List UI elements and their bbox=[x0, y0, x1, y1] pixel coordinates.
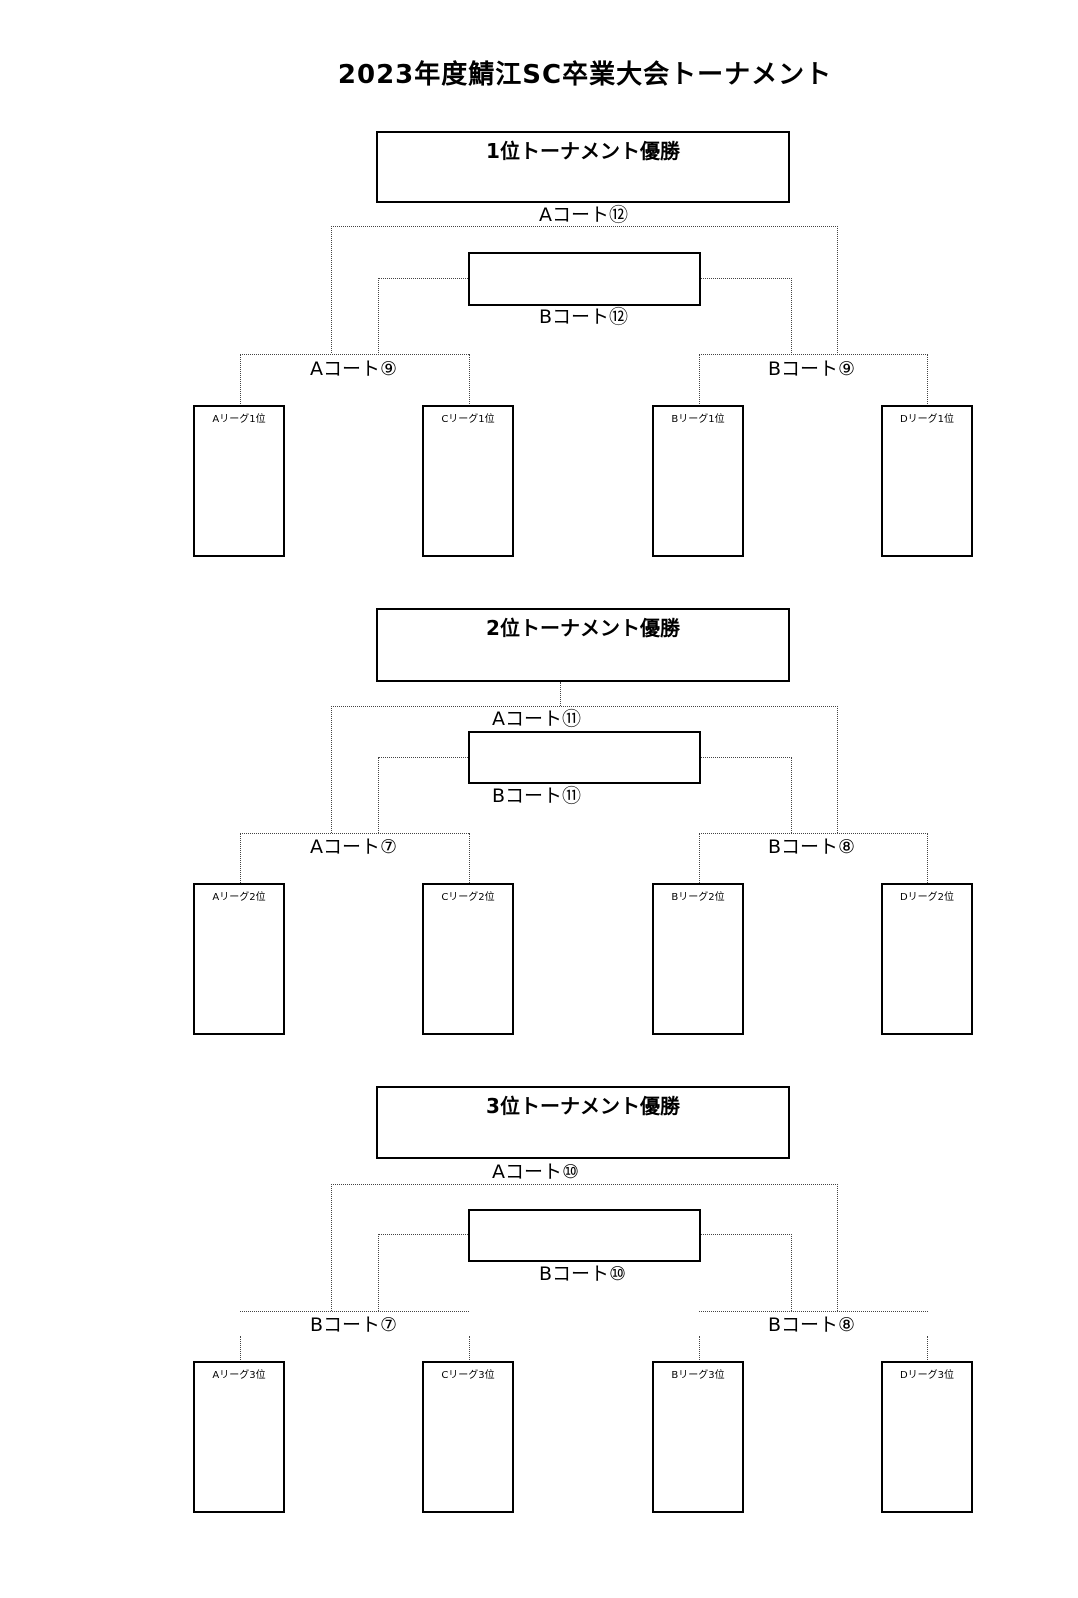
connector-line bbox=[331, 706, 332, 833]
page-title: 2023年度鯖江SC卒業大会トーナメント bbox=[337, 60, 833, 90]
connector-line bbox=[837, 1184, 838, 1311]
connector-line bbox=[240, 1311, 469, 1312]
connector-line bbox=[699, 1336, 700, 1362]
team-box: Dリーグ3位 bbox=[881, 1361, 973, 1513]
connector-line bbox=[699, 1311, 928, 1312]
team-box: Bリーグ1位 bbox=[652, 405, 744, 557]
connector-line bbox=[700, 1234, 792, 1235]
team-box: Cリーグ1位 bbox=[422, 405, 514, 557]
connector-line bbox=[378, 278, 379, 353]
connector-line bbox=[331, 706, 838, 707]
final-court-a-label: Aコート⑪ bbox=[490, 708, 583, 730]
team-box: Aリーグ3位 bbox=[193, 1361, 285, 1513]
final-court-b-label: Bコート⑪ bbox=[490, 785, 584, 807]
connector-line bbox=[560, 682, 561, 706]
connector-line bbox=[469, 833, 470, 883]
final-court-b-label: Bコート⑫ bbox=[537, 306, 631, 328]
connector-line bbox=[927, 354, 928, 404]
team-box: Dリーグ1位 bbox=[881, 405, 973, 557]
connector-line bbox=[331, 226, 838, 227]
connector-line bbox=[331, 1184, 838, 1185]
connector-line bbox=[469, 1336, 470, 1362]
final-court-a-label: Aコート⑫ bbox=[537, 204, 630, 226]
connector-line bbox=[699, 354, 700, 404]
champion-box-2: 2位トーナメント優勝 bbox=[376, 608, 790, 682]
team-box: Cリーグ2位 bbox=[422, 883, 514, 1035]
connector-line bbox=[378, 1234, 379, 1311]
team-box: Dリーグ2位 bbox=[881, 883, 973, 1035]
connector-line bbox=[240, 1336, 241, 1362]
connector-line bbox=[331, 226, 332, 353]
connector-line bbox=[927, 1336, 928, 1362]
final-result-box-1 bbox=[468, 252, 701, 306]
connector-line bbox=[700, 278, 792, 279]
semi-court-right-label: Bコート⑨ bbox=[766, 358, 858, 380]
team-box: Aリーグ2位 bbox=[193, 883, 285, 1035]
connector-line bbox=[837, 706, 838, 833]
final-result-box-2 bbox=[468, 731, 701, 784]
team-box: Bリーグ2位 bbox=[652, 883, 744, 1035]
connector-line bbox=[240, 354, 241, 404]
connector-line bbox=[699, 354, 928, 355]
semi-court-left-label: Aコート⑦ bbox=[308, 836, 400, 858]
final-result-box-3 bbox=[468, 1209, 701, 1262]
team-box: Cリーグ3位 bbox=[422, 1361, 514, 1513]
final-court-b-label: Bコート⑩ bbox=[537, 1263, 629, 1285]
connector-line bbox=[927, 833, 928, 883]
connector-line bbox=[791, 757, 792, 833]
connector-line bbox=[240, 833, 469, 834]
connector-line bbox=[378, 757, 470, 758]
connector-line bbox=[699, 833, 928, 834]
connector-line bbox=[240, 354, 469, 355]
connector-line bbox=[700, 757, 792, 758]
champion-box-1: 1位トーナメント優勝 bbox=[376, 131, 790, 203]
connector-line bbox=[378, 1234, 470, 1235]
semi-court-left-label: Bコート⑦ bbox=[308, 1314, 400, 1336]
semi-court-right-label: Bコート⑧ bbox=[766, 836, 858, 858]
connector-line bbox=[469, 354, 470, 404]
final-court-a-label: Aコート⑩ bbox=[490, 1161, 582, 1183]
connector-line bbox=[791, 1234, 792, 1311]
connector-line bbox=[837, 226, 838, 353]
semi-court-right-label: Bコート⑧ bbox=[766, 1314, 858, 1336]
champion-box-3: 3位トーナメント優勝 bbox=[376, 1086, 790, 1159]
team-box: Aリーグ1位 bbox=[193, 405, 285, 557]
semi-court-left-label: Aコート⑨ bbox=[308, 358, 400, 380]
connector-line bbox=[331, 1184, 332, 1311]
connector-line bbox=[240, 833, 241, 883]
connector-line bbox=[699, 833, 700, 883]
connector-line bbox=[378, 278, 470, 279]
connector-line bbox=[791, 278, 792, 353]
team-box: Bリーグ3位 bbox=[652, 1361, 744, 1513]
connector-line bbox=[378, 757, 379, 833]
